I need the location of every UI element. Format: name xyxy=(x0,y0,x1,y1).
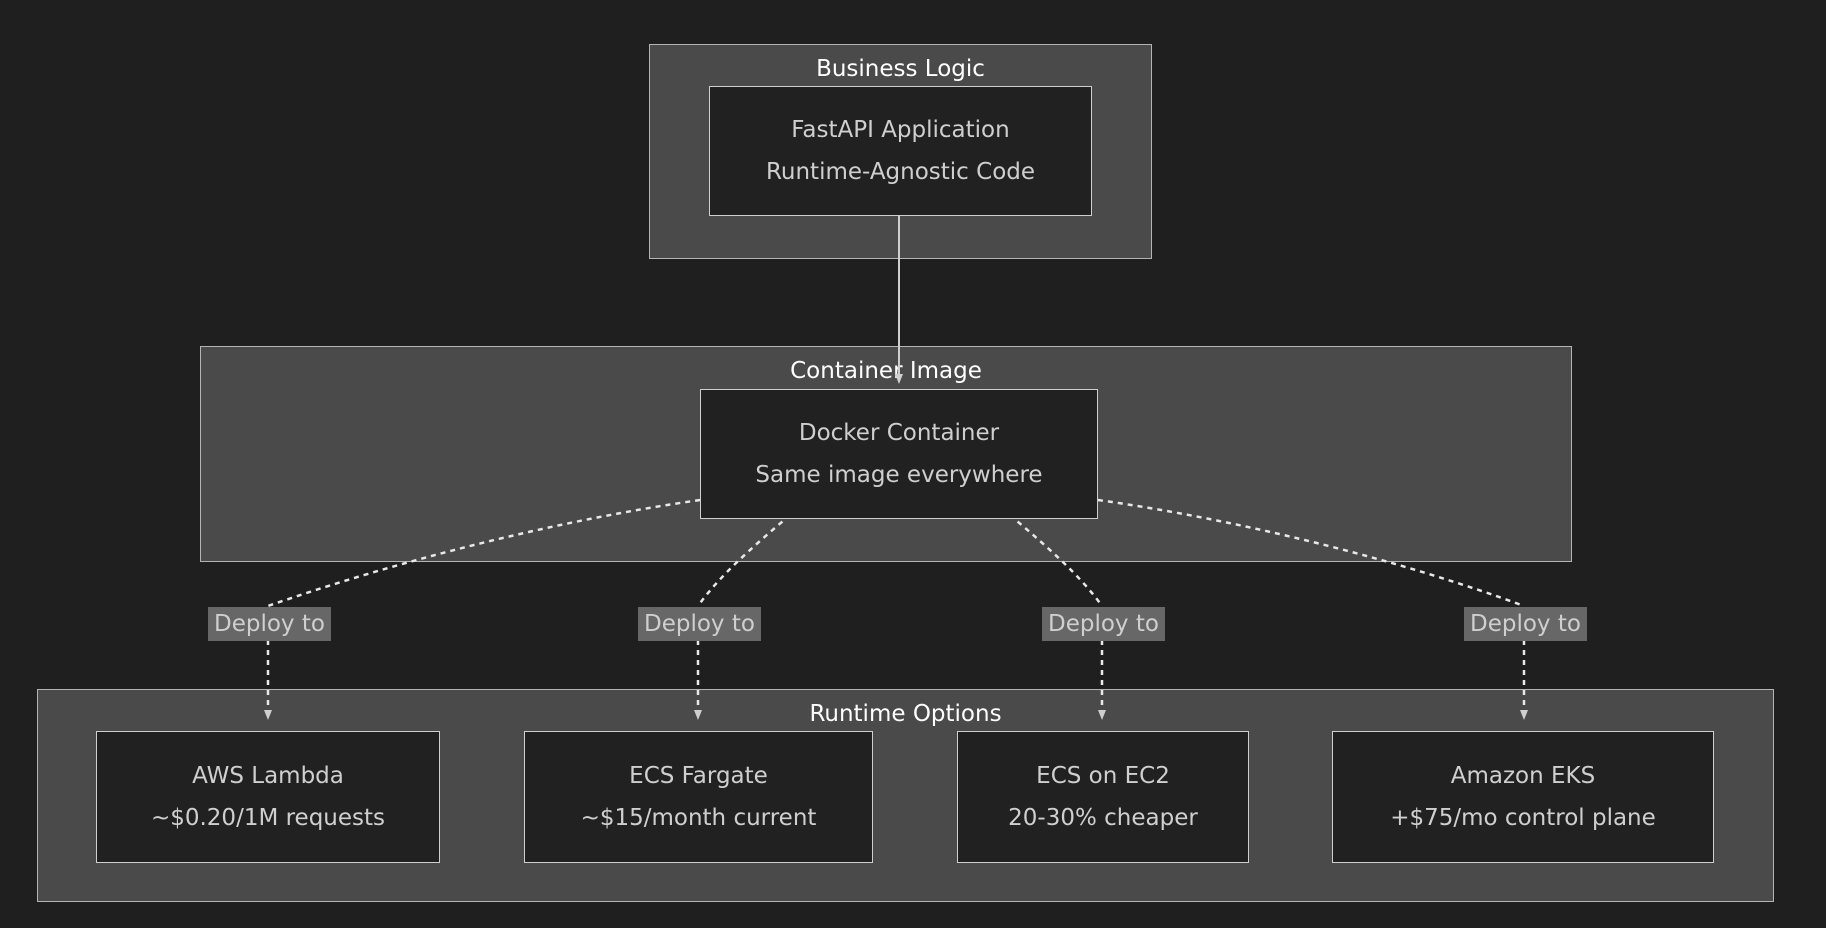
node-fastapi-application[interactable]: FastAPI Application Runtime-Agnostic Cod… xyxy=(709,86,1092,216)
node-aws-lambda-line-2: ~$0.20/1M requests xyxy=(150,805,386,831)
node-aws-lambda[interactable]: AWS Lambda ~$0.20/1M requests xyxy=(96,731,440,863)
node-ecs-fargate[interactable]: ECS Fargate ~$15/month current xyxy=(524,731,873,863)
node-docker-line-2: Same image everywhere xyxy=(755,462,1043,488)
node-ecs-on-ec2[interactable]: ECS on EC2 20-30% cheaper xyxy=(957,731,1249,863)
node-aws-lambda-line-1: AWS Lambda xyxy=(192,763,344,789)
cluster-business-logic-label: Business Logic xyxy=(816,56,985,82)
edge-label-deploy-to-eks: Deploy to xyxy=(1464,607,1587,641)
node-fastapi-line-2: Runtime-Agnostic Code xyxy=(765,159,1036,185)
node-amazon-eks[interactable]: Amazon EKS +$75/mo control plane xyxy=(1332,731,1714,863)
node-ecs-fargate-line-2: ~$15/month current xyxy=(580,805,817,831)
node-docker-line-1: Docker Container xyxy=(798,420,1000,446)
node-docker-container[interactable]: Docker Container Same image everywhere xyxy=(700,389,1098,519)
node-amazon-eks-line-2: +$75/mo control plane xyxy=(1390,805,1656,831)
node-fastapi-line-1: FastAPI Application xyxy=(791,117,1010,143)
edge-label-deploy-to-lambda: Deploy to xyxy=(208,607,331,641)
node-amazon-eks-line-1: Amazon EKS xyxy=(1450,763,1596,789)
edge-label-deploy-to-fargate: Deploy to xyxy=(638,607,761,641)
cluster-runtime-options-label: Runtime Options xyxy=(809,701,1002,727)
edge-label-deploy-to-ecs-ec2: Deploy to xyxy=(1042,607,1165,641)
node-ecs-fargate-line-1: ECS Fargate xyxy=(629,763,768,789)
cluster-container-image-label: Container Image xyxy=(790,358,982,384)
node-ecs-on-ec2-line-1: ECS on EC2 xyxy=(1036,763,1170,789)
node-ecs-on-ec2-line-2: 20-30% cheaper xyxy=(1008,805,1198,831)
